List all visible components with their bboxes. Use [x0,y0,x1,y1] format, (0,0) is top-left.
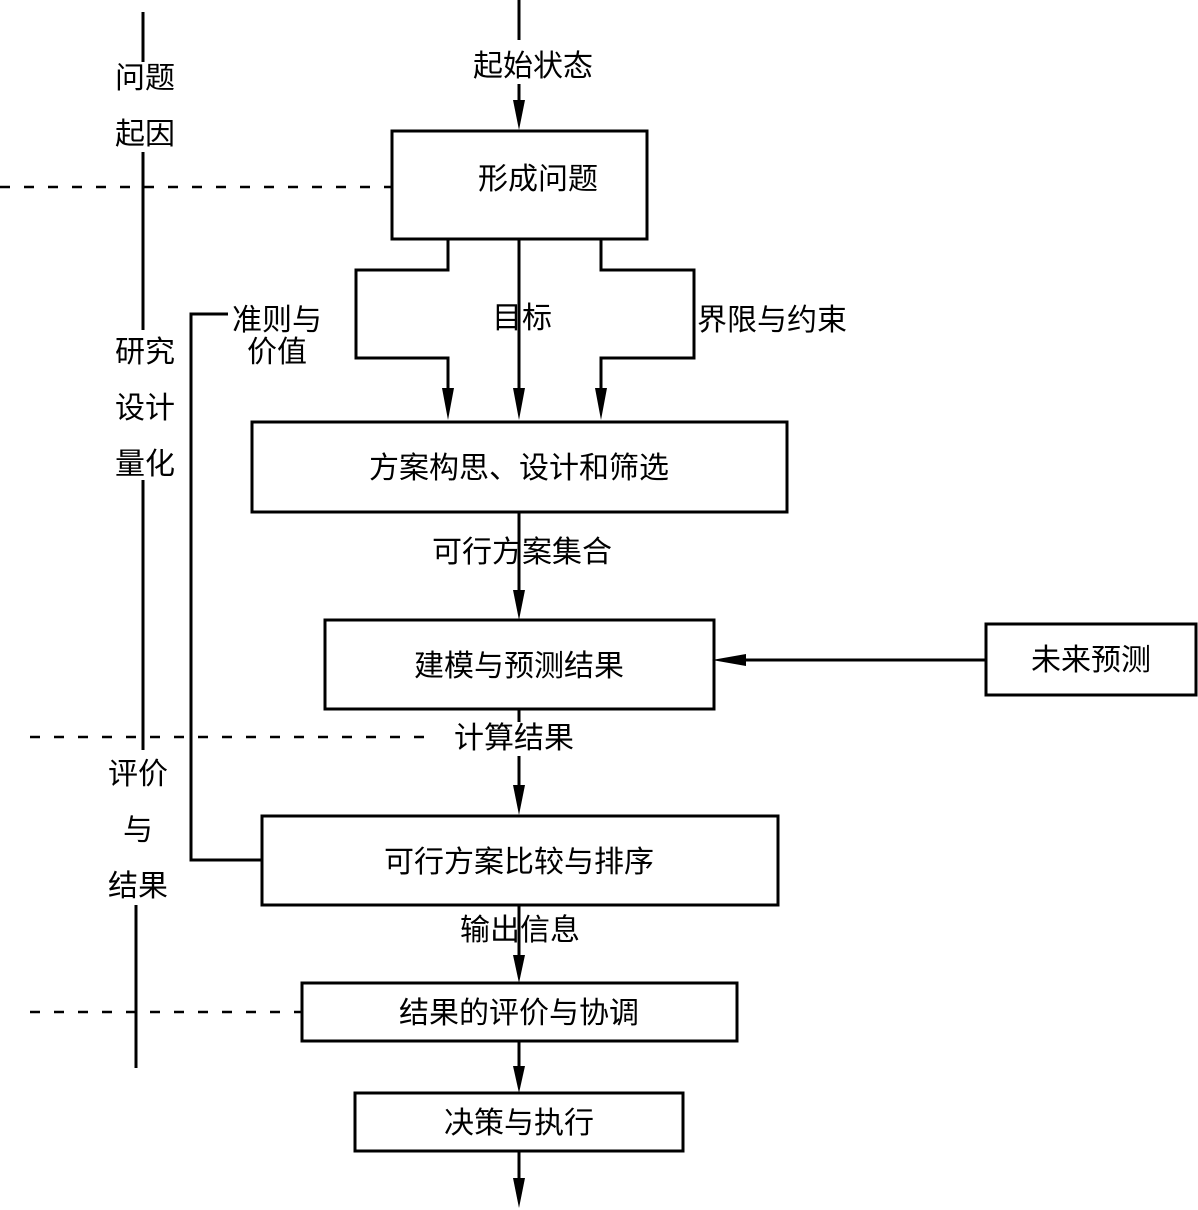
box-model [323,618,716,711]
arrow-head [442,388,454,420]
arrow-head [513,590,525,620]
phase3-label-line1: 评价 [108,757,168,792]
phase1-label-line1: 问题 [115,61,175,96]
feasible-set-label: 可行方案集合 [432,535,612,570]
arrow-head [712,654,746,666]
arrow-head [513,785,525,815]
box-decide-label: 决策与执行 [444,1106,594,1141]
box-future [984,622,1198,697]
box-decide [353,1091,685,1153]
criteria-feedback-line [189,312,262,862]
goal-label: 目标 [492,301,552,336]
output-info-label: 输出信息 [460,913,580,948]
criteria-label-line1: 准则与 [232,303,322,338]
box-model-label: 建模与预测结果 [414,649,624,684]
box-future-label: 未来预测 [1031,643,1151,678]
arrow-head [595,388,607,420]
box-compare [260,814,780,907]
right-branch-line [599,239,696,398]
phase2-label-line3: 量化 [115,447,175,482]
arrow-head [513,100,525,130]
phase3-label-line2: 与 [123,813,153,848]
criteria-label-line2: 价值 [247,335,307,370]
box-form-problem-label: 形成问题 [478,162,598,197]
start-label: 起始状态 [473,49,593,84]
box-form-problem [390,129,649,241]
box-design-label: 方案构思、设计和筛选 [369,451,669,486]
arrow-head [513,1066,525,1093]
arrow-head [513,1178,525,1208]
phase2-label-line2: 设计 [115,391,175,426]
calc-result-label: 计算结果 [454,721,574,756]
box-evaluate [300,981,739,1043]
phase2-label-line1: 研究 [115,335,175,370]
phase1-label-line2: 起因 [115,117,175,152]
box-evaluate-label: 结果的评价与协调 [399,996,639,1031]
phase3-label-line3: 结果 [108,869,168,904]
arrow-head [513,955,525,983]
box-compare-label: 可行方案比较与排序 [384,845,654,880]
constraints-label: 界限与约束 [697,303,847,338]
left-branch-line [354,239,450,398]
arrow-head [513,388,525,420]
